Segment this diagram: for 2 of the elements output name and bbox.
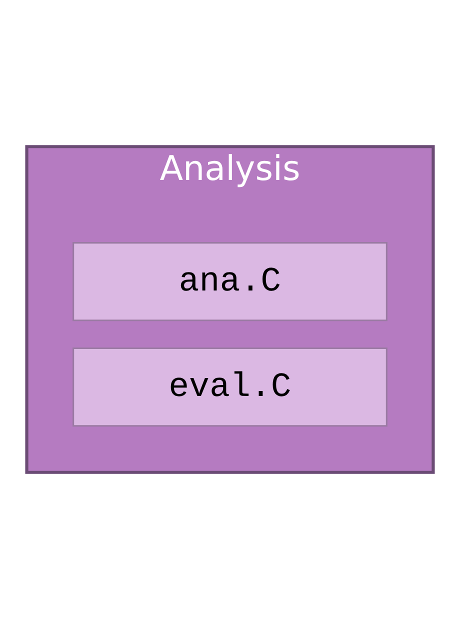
node-box: ana.C bbox=[72, 242, 388, 321]
node-box: eval.C bbox=[72, 347, 388, 426]
